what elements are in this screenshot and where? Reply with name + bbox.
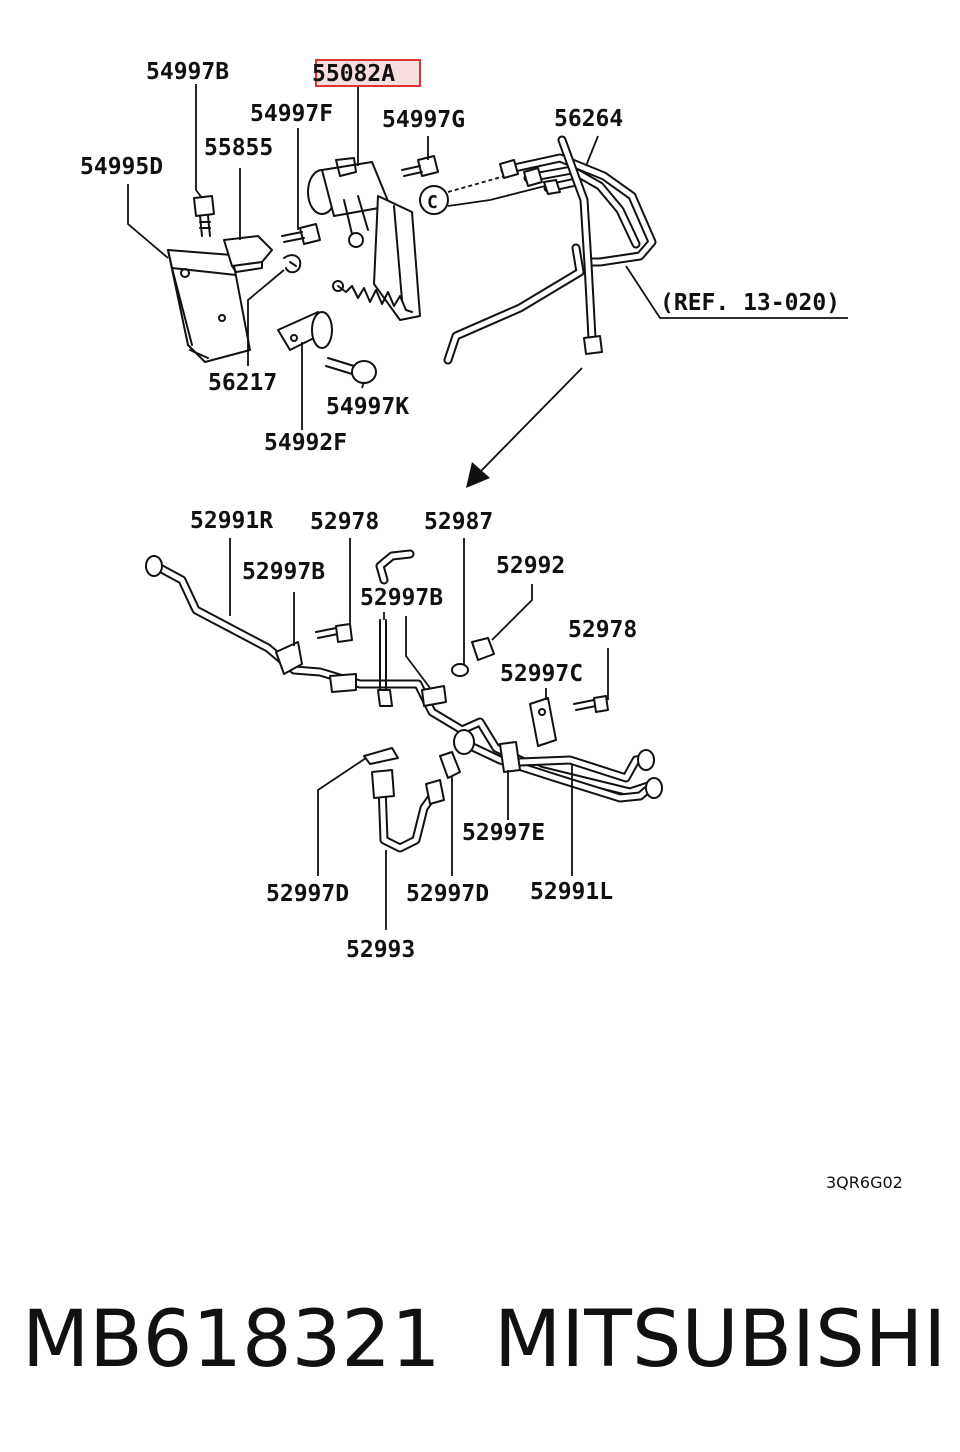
hose-top [375, 549, 415, 585]
highlight-box-55082a [315, 59, 421, 87]
valve-55082a [307, 157, 421, 321]
bolt-54997k [325, 357, 377, 384]
label-52978-b: 52978 [568, 617, 637, 643]
label-54992f: 54992F [264, 430, 347, 456]
label-54997k: 54997K [326, 394, 409, 420]
label-52992: 52992 [496, 553, 565, 579]
label-56217: 56217 [208, 370, 277, 396]
nut-52987 [451, 663, 469, 677]
detail-c [419, 175, 546, 215]
label-52997b-b: 52997B [360, 585, 443, 611]
label-52991l: 52991L [530, 879, 613, 905]
direction-arrow [466, 367, 583, 488]
brake-lines-upper [443, 135, 657, 365]
leader-lines-lower [229, 538, 609, 930]
bracket-54992f [277, 311, 333, 351]
label-54995d: 54995D [80, 154, 163, 180]
brand-name: MITSUBISHI [494, 1295, 947, 1385]
label-54997g: 54997G [382, 107, 465, 133]
bracket-52997c [529, 697, 557, 747]
footer: MB618321 MITSUBISHI [22, 1290, 946, 1400]
spring [332, 280, 413, 313]
part-number: MB618321 [22, 1295, 441, 1385]
label-52997d-a: 52997D [266, 881, 349, 907]
bolt-54997g [401, 155, 439, 177]
label-52993: 52993 [346, 937, 415, 963]
hose-52993 [371, 769, 445, 853]
label-52987: 52987 [424, 509, 493, 535]
bolt-54997f [281, 223, 321, 245]
label-56264: 56264 [554, 106, 623, 132]
label-52997d-b: 52997D [406, 881, 489, 907]
bolt-52978-b [573, 695, 609, 713]
label-52997e: 52997E [462, 820, 545, 846]
clip-56217 [283, 254, 302, 274]
drawing-code: 3QR6G02 [826, 1173, 903, 1192]
bracket-54995d [167, 249, 251, 363]
clip-55855 [223, 235, 273, 273]
label-c: C [427, 192, 438, 213]
label-55082a[interactable]: 55082A [312, 61, 395, 87]
bolt-54997b [193, 195, 215, 237]
clip-52997d-right [439, 751, 461, 779]
label-52997c: 52997C [500, 661, 583, 687]
label-55855: 55855 [204, 135, 273, 161]
clamps [275, 641, 521, 773]
bolt-52978-a [315, 623, 353, 643]
label-54997f: 54997F [250, 101, 333, 127]
label-52978-a: 52978 [310, 509, 379, 535]
label-ref-13-020: (REF. 13-020) [660, 290, 840, 316]
label-52997b-a: 52997B [242, 559, 325, 585]
leader-lines-upper [127, 84, 848, 430]
label-52991r: 52991R [190, 508, 273, 534]
brake-lines-lower [145, 555, 663, 803]
label-54997b: 54997B [146, 59, 229, 85]
center-line [377, 619, 393, 707]
clip-52997d-left [363, 747, 399, 765]
nut-52992 [471, 637, 495, 661]
parts-diagram: 54997B 55082A 54997F 54997G 56264 55855 … [80, 59, 903, 1192]
